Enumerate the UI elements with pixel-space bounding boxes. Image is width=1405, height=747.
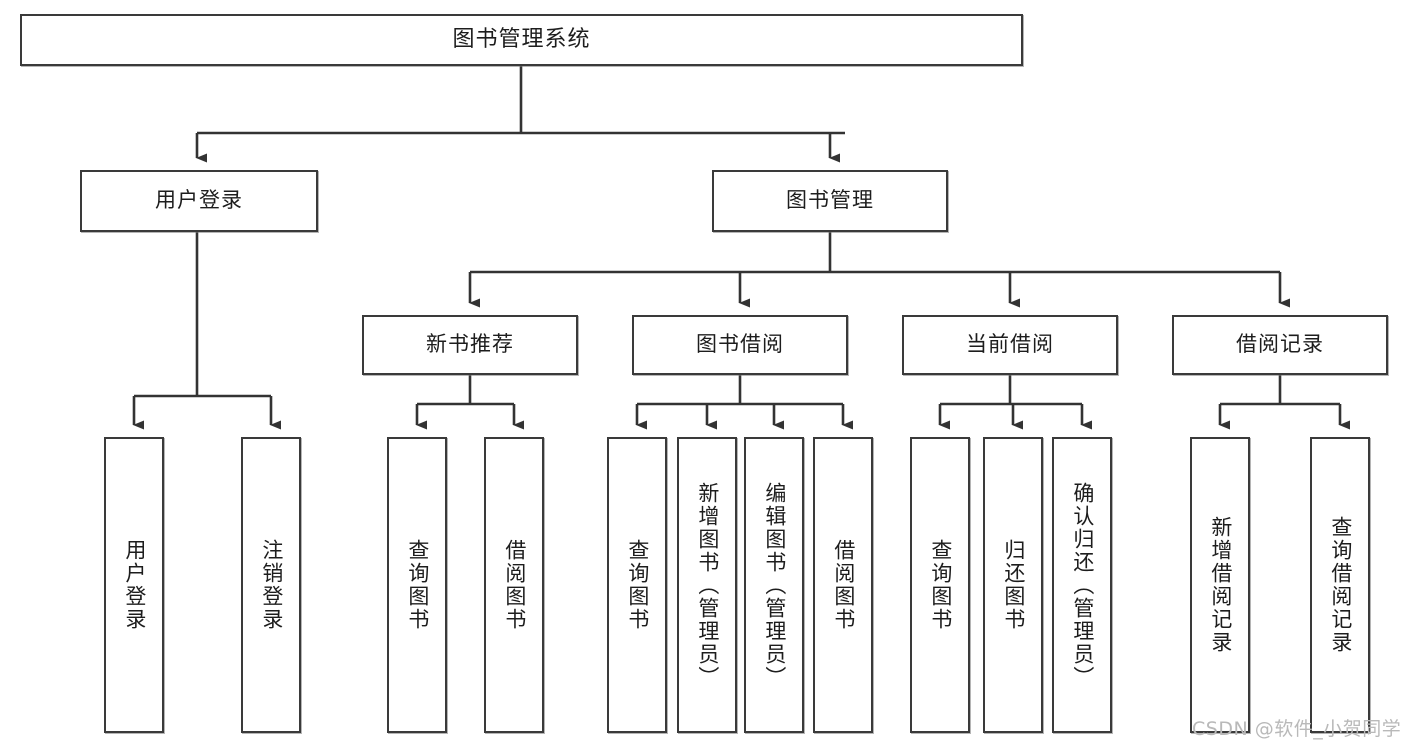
leaf-borrow-book-1-label: 借阅图书 [502,539,527,631]
leaf-query-book-2[interactable]: 查询图书 [607,437,667,733]
leaf-borrow-book-2[interactable]: 借阅图书 [813,437,873,733]
node-root-label: 图书管理系统 [452,26,591,52]
node-new-book-recommend-label: 新书推荐 [426,332,514,357]
leaf-confirm-return[interactable]: 确认归还（管理员） [1052,437,1112,733]
leaf-edit-book-label: 编辑图书（管理员） [762,481,787,689]
leaf-user-logout[interactable]: 注销登录 [241,437,301,733]
leaf-confirm-return-label: 确认归还（管理员） [1070,481,1095,689]
leaf-borrow-book-2-label: 借阅图书 [831,539,856,631]
leaf-query-book-2-label: 查询图书 [625,539,650,631]
node-book-borrow-label: 图书借阅 [696,332,784,357]
node-new-book-recommend[interactable]: 新书推荐 [362,315,578,375]
watermark: CSDN @软件_小贺同学 [1192,718,1402,740]
leaf-user-login[interactable]: 用户登录 [104,437,164,733]
leaf-user-login-label: 用户登录 [122,539,147,631]
leaf-return-book-label: 归还图书 [1001,539,1026,631]
leaf-add-book[interactable]: 新增图书（管理员） [677,437,737,733]
leaf-edit-book[interactable]: 编辑图书（管理员） [744,437,804,733]
node-book-manage[interactable]: 图书管理 [712,170,948,232]
leaf-query-book-3[interactable]: 查询图书 [910,437,970,733]
leaf-query-book-1[interactable]: 查询图书 [387,437,447,733]
node-book-manage-label: 图书管理 [786,188,874,213]
leaf-user-logout-label: 注销登录 [259,539,284,631]
node-root[interactable]: 图书管理系统 [20,14,1023,66]
leaf-add-record[interactable]: 新增借阅记录 [1190,437,1250,733]
node-user-login-label: 用户登录 [155,188,243,213]
node-book-borrow[interactable]: 图书借阅 [632,315,848,375]
leaf-query-record[interactable]: 查询借阅记录 [1310,437,1370,733]
leaf-add-book-label: 新增图书（管理员） [695,481,720,689]
node-current-borrow-label: 当前借阅 [966,332,1054,357]
leaf-add-record-label: 新增借阅记录 [1208,516,1233,654]
node-borrow-record-label: 借阅记录 [1236,332,1324,357]
node-user-login[interactable]: 用户登录 [80,170,318,232]
leaf-query-record-label: 查询借阅记录 [1328,516,1353,654]
leaf-return-book[interactable]: 归还图书 [983,437,1043,733]
node-borrow-record[interactable]: 借阅记录 [1172,315,1388,375]
leaf-borrow-book-1[interactable]: 借阅图书 [484,437,544,733]
node-current-borrow[interactable]: 当前借阅 [902,315,1118,375]
leaf-query-book-1-label: 查询图书 [405,539,430,631]
leaf-query-book-3-label: 查询图书 [928,539,953,631]
